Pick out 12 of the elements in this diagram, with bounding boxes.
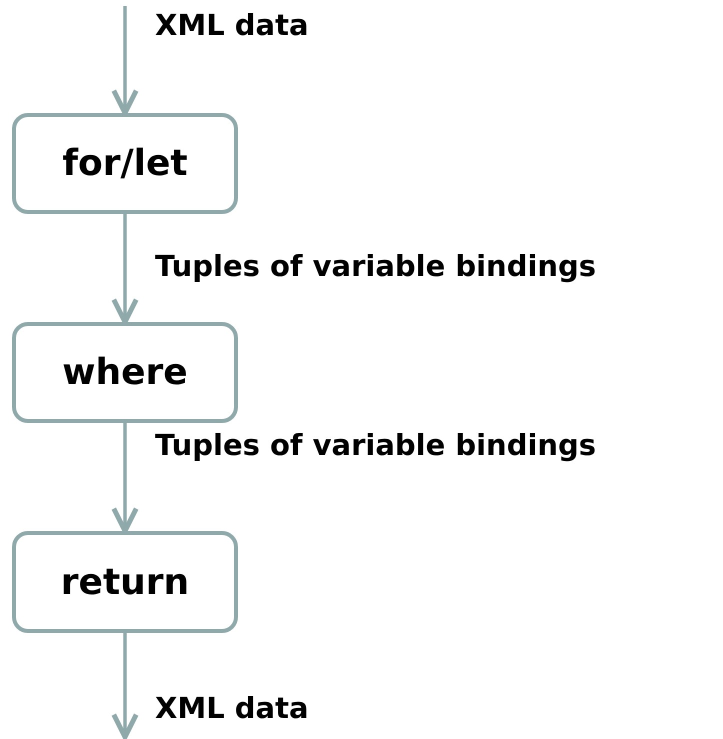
process-box xyxy=(12,531,238,633)
box-label: for/let xyxy=(62,143,188,184)
arrow xyxy=(111,633,139,739)
process-box xyxy=(12,113,238,214)
edge-label: Tuples of variable bindings xyxy=(155,430,596,462)
arrow xyxy=(111,214,139,324)
edge-label: Tuples of variable bindings xyxy=(155,251,596,283)
arrow xyxy=(111,6,139,116)
arrow xyxy=(111,423,139,534)
box-label: where xyxy=(62,352,188,393)
process-box xyxy=(12,322,238,423)
box-label: return xyxy=(60,562,190,602)
